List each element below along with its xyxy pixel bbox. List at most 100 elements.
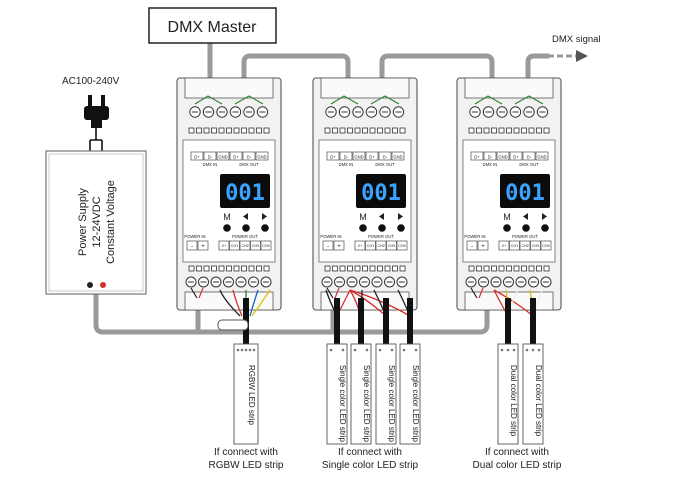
mode-button[interactable] (223, 224, 231, 232)
power-out-terminal-label: CH2 (377, 244, 384, 248)
caption-rgbw: If connect with RGBW LED strip (208, 447, 283, 471)
dmx-in-label: DMX IN (203, 162, 218, 167)
dmx-terminal-label: D+ (330, 155, 336, 160)
mode-button[interactable] (359, 224, 367, 232)
dmx-terminal-label: D- (344, 155, 349, 160)
dmx-master: DMX Master (148, 7, 277, 44)
address-display-value: 001 (505, 181, 545, 206)
led-strip-label: Dual color LED strip (509, 365, 518, 437)
led-strip: Single color LED strip (326, 298, 348, 445)
dmx-terminal-block (325, 106, 405, 118)
led-strip-label: RGBW LED strip (247, 365, 256, 426)
power-out-terminal-label: CH1 (367, 244, 374, 248)
led-strip-label: Single color LED strip (411, 365, 420, 442)
dmx-out-label: DMX OUT (375, 162, 395, 167)
power-in-label: POWER IN (320, 234, 341, 239)
dmx-terminal-block (189, 106, 269, 118)
caption-single-line-2: Single color LED strip (322, 460, 419, 471)
dmx-terminal-label: D- (488, 155, 493, 160)
power-in-terminal-label: + (201, 244, 205, 250)
dmx-terminal-label: D- (527, 155, 532, 160)
dmx-terminal-label: D+ (194, 155, 200, 160)
left-arrow-icon (243, 213, 248, 220)
power-out-terminal-label: CH1 (511, 244, 518, 248)
up-button[interactable] (541, 224, 549, 232)
power-out-terminal-label: V+ (358, 244, 363, 248)
address-display (356, 174, 406, 208)
up-button[interactable] (261, 224, 269, 232)
power-out-terminal-label: CH1 (231, 244, 238, 248)
dmx-terminal-label: GND (393, 155, 402, 160)
led-strip-label: Single color LED strip (338, 365, 347, 442)
down-button[interactable] (522, 224, 530, 232)
power-in-terminal-label: + (337, 244, 341, 250)
mode-button-label: M (223, 212, 231, 222)
dmx-signal-label: DMX signal (552, 34, 601, 45)
power-in-label: POWER IN (184, 234, 205, 239)
led-strip-label: Single color LED strip (387, 365, 396, 442)
dmx-terminal-label: D+ (474, 155, 480, 160)
dmx-in-label: DMX IN (483, 162, 498, 167)
power-out-terminal-label: V+ (222, 244, 227, 248)
power-in-terminal-label: - (471, 244, 473, 250)
dmx-master-title: DMX Master (168, 19, 258, 36)
dmx-terminal-label: D- (208, 155, 213, 160)
led-strip: Single color LED strip (350, 298, 372, 445)
power-supply-line-1: Power Supply (77, 188, 89, 256)
down-button[interactable] (378, 224, 386, 232)
power-supply: Power Supply 12-24VDC Constant Voltage (45, 150, 147, 295)
led-strip-label: Single color LED strip (362, 365, 371, 442)
power-out-label: POWER OUT (232, 234, 258, 239)
power-out-terminal-label: CH2 (521, 244, 528, 248)
caption-single: If connect with Single color LED strip (322, 447, 419, 471)
caption-dual-line-1: If connect with (485, 447, 549, 458)
power-in-terminal-label: - (327, 244, 329, 250)
mode-button-label: M (503, 212, 511, 222)
led-strips: RGBW LED strip Single color LED strip Sing… (233, 298, 544, 445)
dmx-in-label: DMX IN (339, 162, 354, 167)
address-display (500, 174, 550, 208)
signal-arrow (548, 50, 588, 62)
mode-button[interactable] (503, 224, 511, 232)
power-out-terminal-label: CH3 (388, 244, 395, 248)
up-button[interactable] (397, 224, 405, 232)
power-out-terminal-label: CH2 (241, 244, 248, 248)
down-button[interactable] (242, 224, 250, 232)
dmx-terminal-label: GND (537, 155, 546, 160)
power-in-terminal-label: - (191, 244, 193, 250)
power-out-terminal-label: CH3 (532, 244, 539, 248)
power-out-terminal-label: CH3 (252, 244, 259, 248)
ac-voltage-label: AC100-240V (62, 76, 120, 87)
dmx-out-label: DMX OUT (519, 162, 539, 167)
led-strip: Dual color LED strip (522, 298, 544, 445)
dmx-terminal-label: GND (498, 155, 507, 160)
power-out-terminal-label: CH4 (542, 244, 549, 248)
left-arrow-icon (523, 213, 528, 220)
address-display-value: 001 (361, 181, 401, 206)
mode-button-label: M (359, 212, 367, 222)
address-display-value: 001 (225, 181, 265, 206)
caption-dual: If connect with Dual color LED strip (473, 447, 562, 471)
led-strip: Dual color LED strip (497, 298, 519, 445)
dmx-out-label: DMX OUT (239, 162, 259, 167)
right-arrow-icon (398, 213, 403, 220)
left-arrow-icon (379, 213, 384, 220)
dmx-terminal-label: D- (383, 155, 388, 160)
power-supply-line-2: 12-24VDC (91, 196, 103, 247)
dmx-terminal-label: D- (247, 155, 252, 160)
led-strip: Single color LED strip (375, 298, 397, 445)
right-arrow-icon (262, 213, 267, 220)
power-out-terminal-label: V+ (502, 244, 507, 248)
power-out-label: POWER OUT (368, 234, 394, 239)
dmx-terminal-block (469, 106, 549, 118)
power-in-terminal-label: + (481, 244, 485, 250)
led-strip-label: Dual color LED strip (534, 365, 543, 437)
led-strip: Single color LED strip (399, 298, 421, 445)
caption-dual-line-2: Dual color LED strip (473, 460, 562, 471)
dmx-terminal-label: D+ (369, 155, 375, 160)
caption-rgbw-line-1: If connect with (214, 447, 278, 458)
din-clip (217, 319, 249, 331)
